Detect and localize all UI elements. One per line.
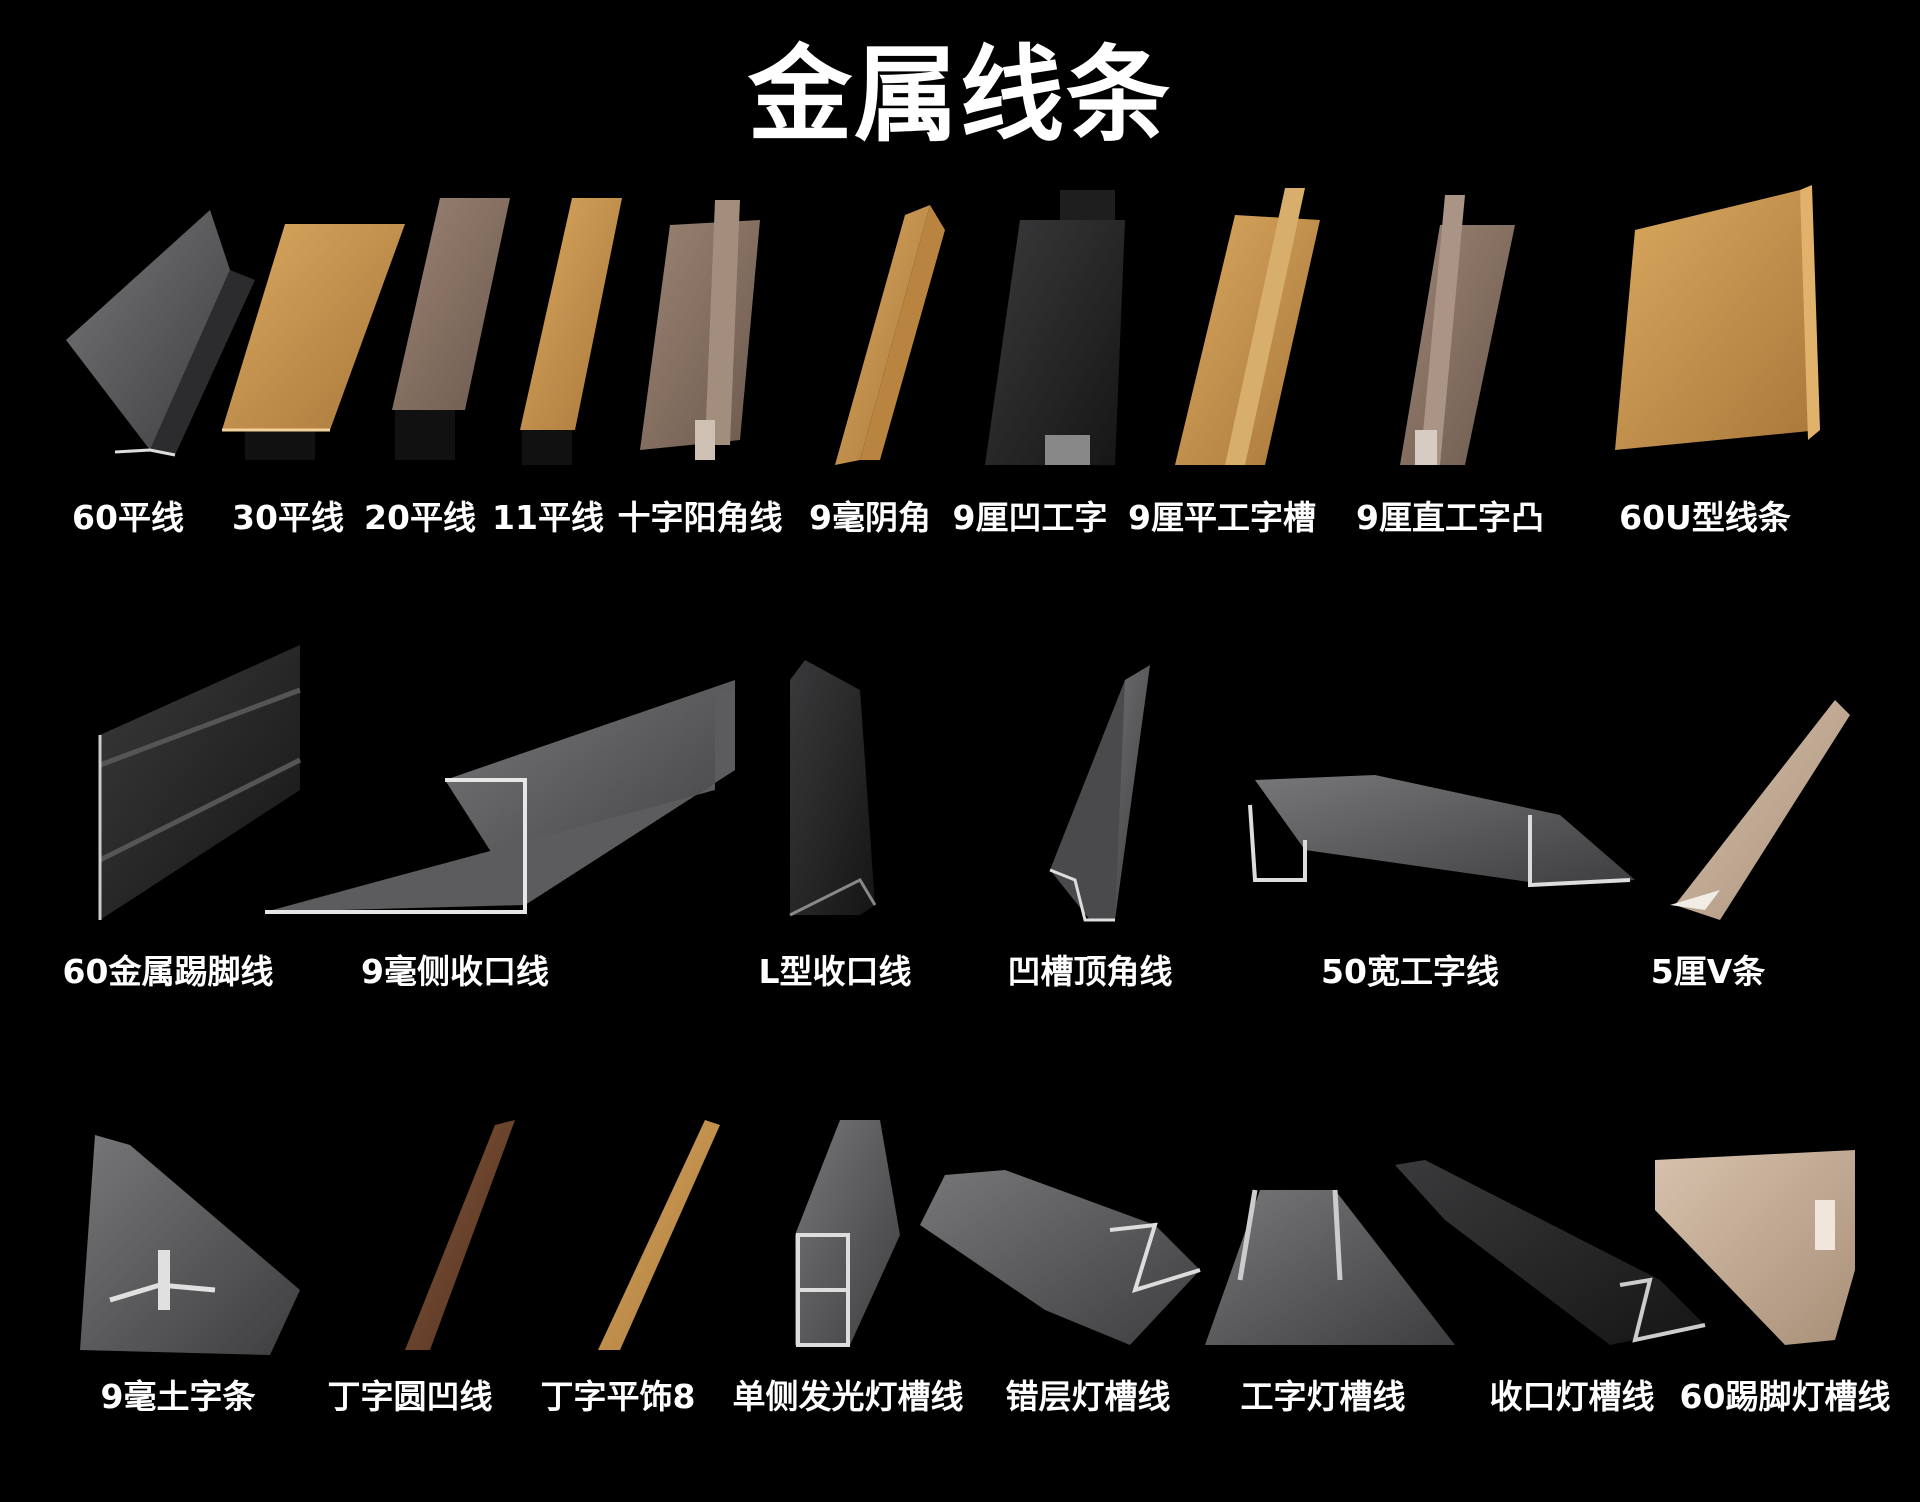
label-30-flat: 30平线 (232, 498, 344, 537)
profile-9mm-tu-strip (80, 1135, 300, 1355)
label-60-baseboard: 60金属踢脚线 (62, 952, 274, 991)
profile-staggered-light-trough (920, 1170, 1201, 1345)
label-20-flat: 20平线 (364, 498, 476, 537)
label-t-flat-trim-8: 丁字平饰8 (540, 1377, 696, 1416)
label-cross-outer-corner: 十字阳角线 (617, 498, 783, 537)
profile-20-flat (392, 198, 510, 460)
profile-9-concave-i (985, 190, 1125, 465)
page-title: 金属线条 (747, 34, 1172, 156)
label-l-edge: L型收口线 (758, 952, 912, 991)
label-9mm-side-edge: 9毫侧收口线 (361, 952, 549, 991)
profile-5-v-strip (1670, 700, 1850, 920)
profile-groove-ceiling-corner (1049, 665, 1150, 922)
label-50-wide-i: 50宽工字线 (1321, 952, 1499, 991)
profile-11-flat (520, 198, 622, 465)
label-9mm-inner-corner: 9毫阴角 (809, 498, 931, 537)
profile-60-baseboard-light-trough (1655, 1150, 1855, 1345)
label-9-straight-i-convex: 9厘直工字凸 (1356, 498, 1544, 537)
label-9-concave-i: 9厘凹工字 (952, 498, 1108, 537)
label-9-flat-i-groove: 9厘平工字槽 (1128, 498, 1316, 537)
label-groove-ceiling-corner: 凹槽顶角线 (1007, 952, 1173, 991)
label-9mm-tu-strip: 9毫土字条 (100, 1377, 256, 1416)
label-t-round-concave: 丁字圆凹线 (327, 1377, 493, 1416)
profile-9-flat-i-groove (1175, 188, 1320, 465)
profile-9-straight-i-convex (1400, 195, 1515, 465)
profile-9mm-inner-corner (835, 205, 945, 465)
profile-60-flat (66, 210, 255, 457)
profile-single-side-light-trough (795, 1120, 900, 1347)
profile-edge-light-trough (1395, 1160, 1706, 1345)
profile-30-flat (222, 224, 405, 460)
label-staggered-light-trough: 错层灯槽线 (1005, 1377, 1171, 1416)
profile-t-flat-trim-8 (598, 1120, 720, 1350)
profile-9mm-side-edge (265, 680, 735, 914)
label-single-side-light-trough: 单侧发光灯槽线 (732, 1377, 964, 1416)
profile-t-round-concave (405, 1120, 515, 1350)
profile-cross-outer-corner (640, 200, 760, 460)
label-60-baseboard-light-trough: 60踢脚灯槽线 (1679, 1377, 1891, 1416)
label-5-v-strip: 5厘V条 (1650, 952, 1766, 991)
label-60-u: 60U型线条 (1619, 498, 1791, 537)
label-edge-light-trough: 收口灯槽线 (1489, 1377, 1655, 1416)
profile-60-baseboard (98, 645, 302, 920)
profile-l-edge (789, 660, 877, 917)
label-i-light-trough: 工字灯槽线 (1240, 1377, 1406, 1416)
label-60-flat: 60平线 (72, 498, 184, 537)
profile-50-wide-i (1248, 775, 1635, 888)
profile-i-light-trough (1205, 1189, 1455, 1345)
profile-60-u (1615, 185, 1820, 450)
label-11-flat: 11平线 (492, 498, 604, 537)
